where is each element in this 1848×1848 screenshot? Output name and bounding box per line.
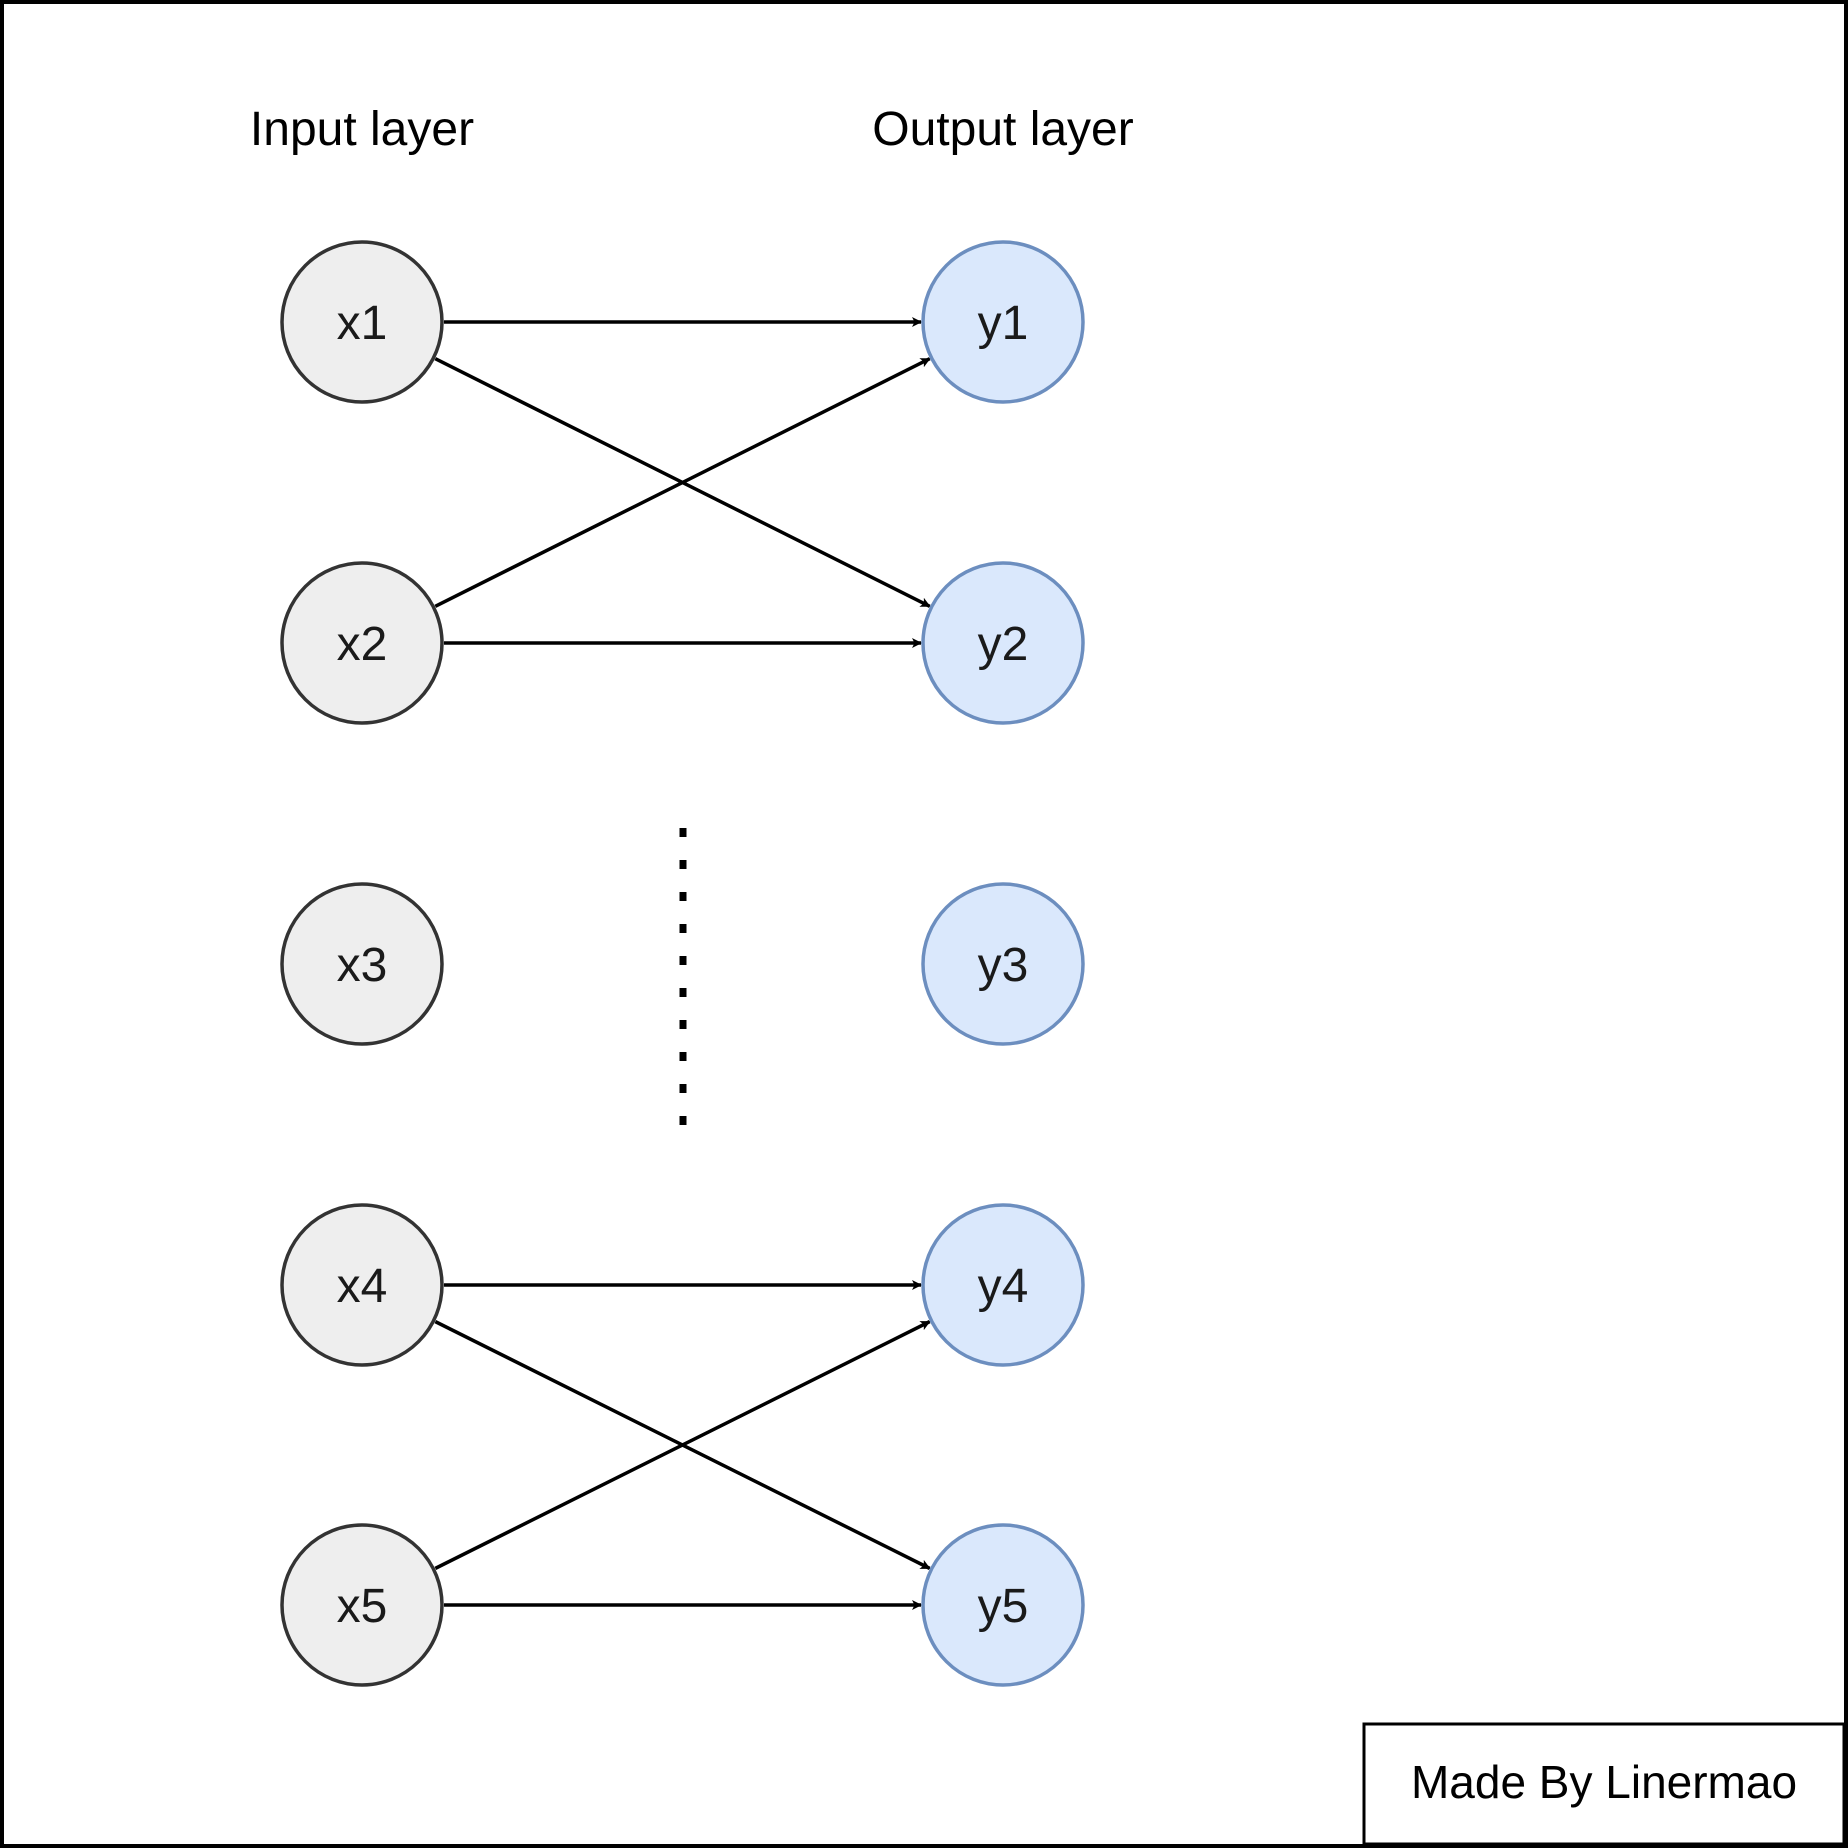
output-node-circle: [921, 882, 1085, 1046]
output-node-y1: y1: [921, 240, 1085, 404]
output-node-label: y4: [978, 1260, 1029, 1313]
input-node-label: x4: [337, 1260, 388, 1313]
credit-box: Made By Linermao: [1362, 1722, 1846, 1846]
output-node-label: y1: [978, 297, 1029, 350]
output-layer-title: Output layer: [872, 103, 1133, 156]
output-node-circle: [921, 561, 1085, 725]
input-node-x5: x5: [280, 1523, 444, 1687]
output-node-y3: y3: [921, 882, 1085, 1046]
input-node-x2: x2: [280, 561, 444, 725]
output-node-y4: y4: [921, 1203, 1085, 1367]
input-node-label: x1: [337, 297, 388, 350]
edge-x2-y1: [434, 357, 931, 608]
input-node-label: x2: [337, 618, 388, 671]
input-node-circle: [280, 561, 444, 725]
input-node-label: x3: [337, 939, 388, 992]
input-node-x3: x3: [280, 882, 444, 1046]
node-group: x1 x2 x3 x4 x5 y1 y2 y3 y4 y5: [280, 240, 1085, 1687]
input-node-x4: x4: [280, 1203, 444, 1367]
output-node-label: y5: [978, 1580, 1029, 1633]
input-node-label: x5: [337, 1580, 388, 1633]
output-node-circle: [921, 1523, 1085, 1687]
input-node-circle: [280, 1523, 444, 1687]
output-node-label: y3: [978, 939, 1029, 992]
output-node-circle: [921, 1203, 1085, 1367]
input-node-circle: [280, 882, 444, 1046]
output-node-circle: [921, 240, 1085, 404]
credit-text: Made By Linermao: [1411, 1756, 1797, 1808]
output-node-label: y2: [978, 618, 1029, 671]
output-node-y5: y5: [921, 1523, 1085, 1687]
input-node-x1: x1: [280, 240, 444, 404]
edge-x5-y4: [434, 1320, 931, 1570]
credit-box-border: [1362, 1722, 1846, 1846]
input-node-circle: [280, 1203, 444, 1367]
edge-group: [434, 317, 931, 1610]
output-node-y2: y2: [921, 561, 1085, 725]
input-layer-title: Input layer: [250, 103, 474, 156]
input-node-circle: [280, 240, 444, 404]
